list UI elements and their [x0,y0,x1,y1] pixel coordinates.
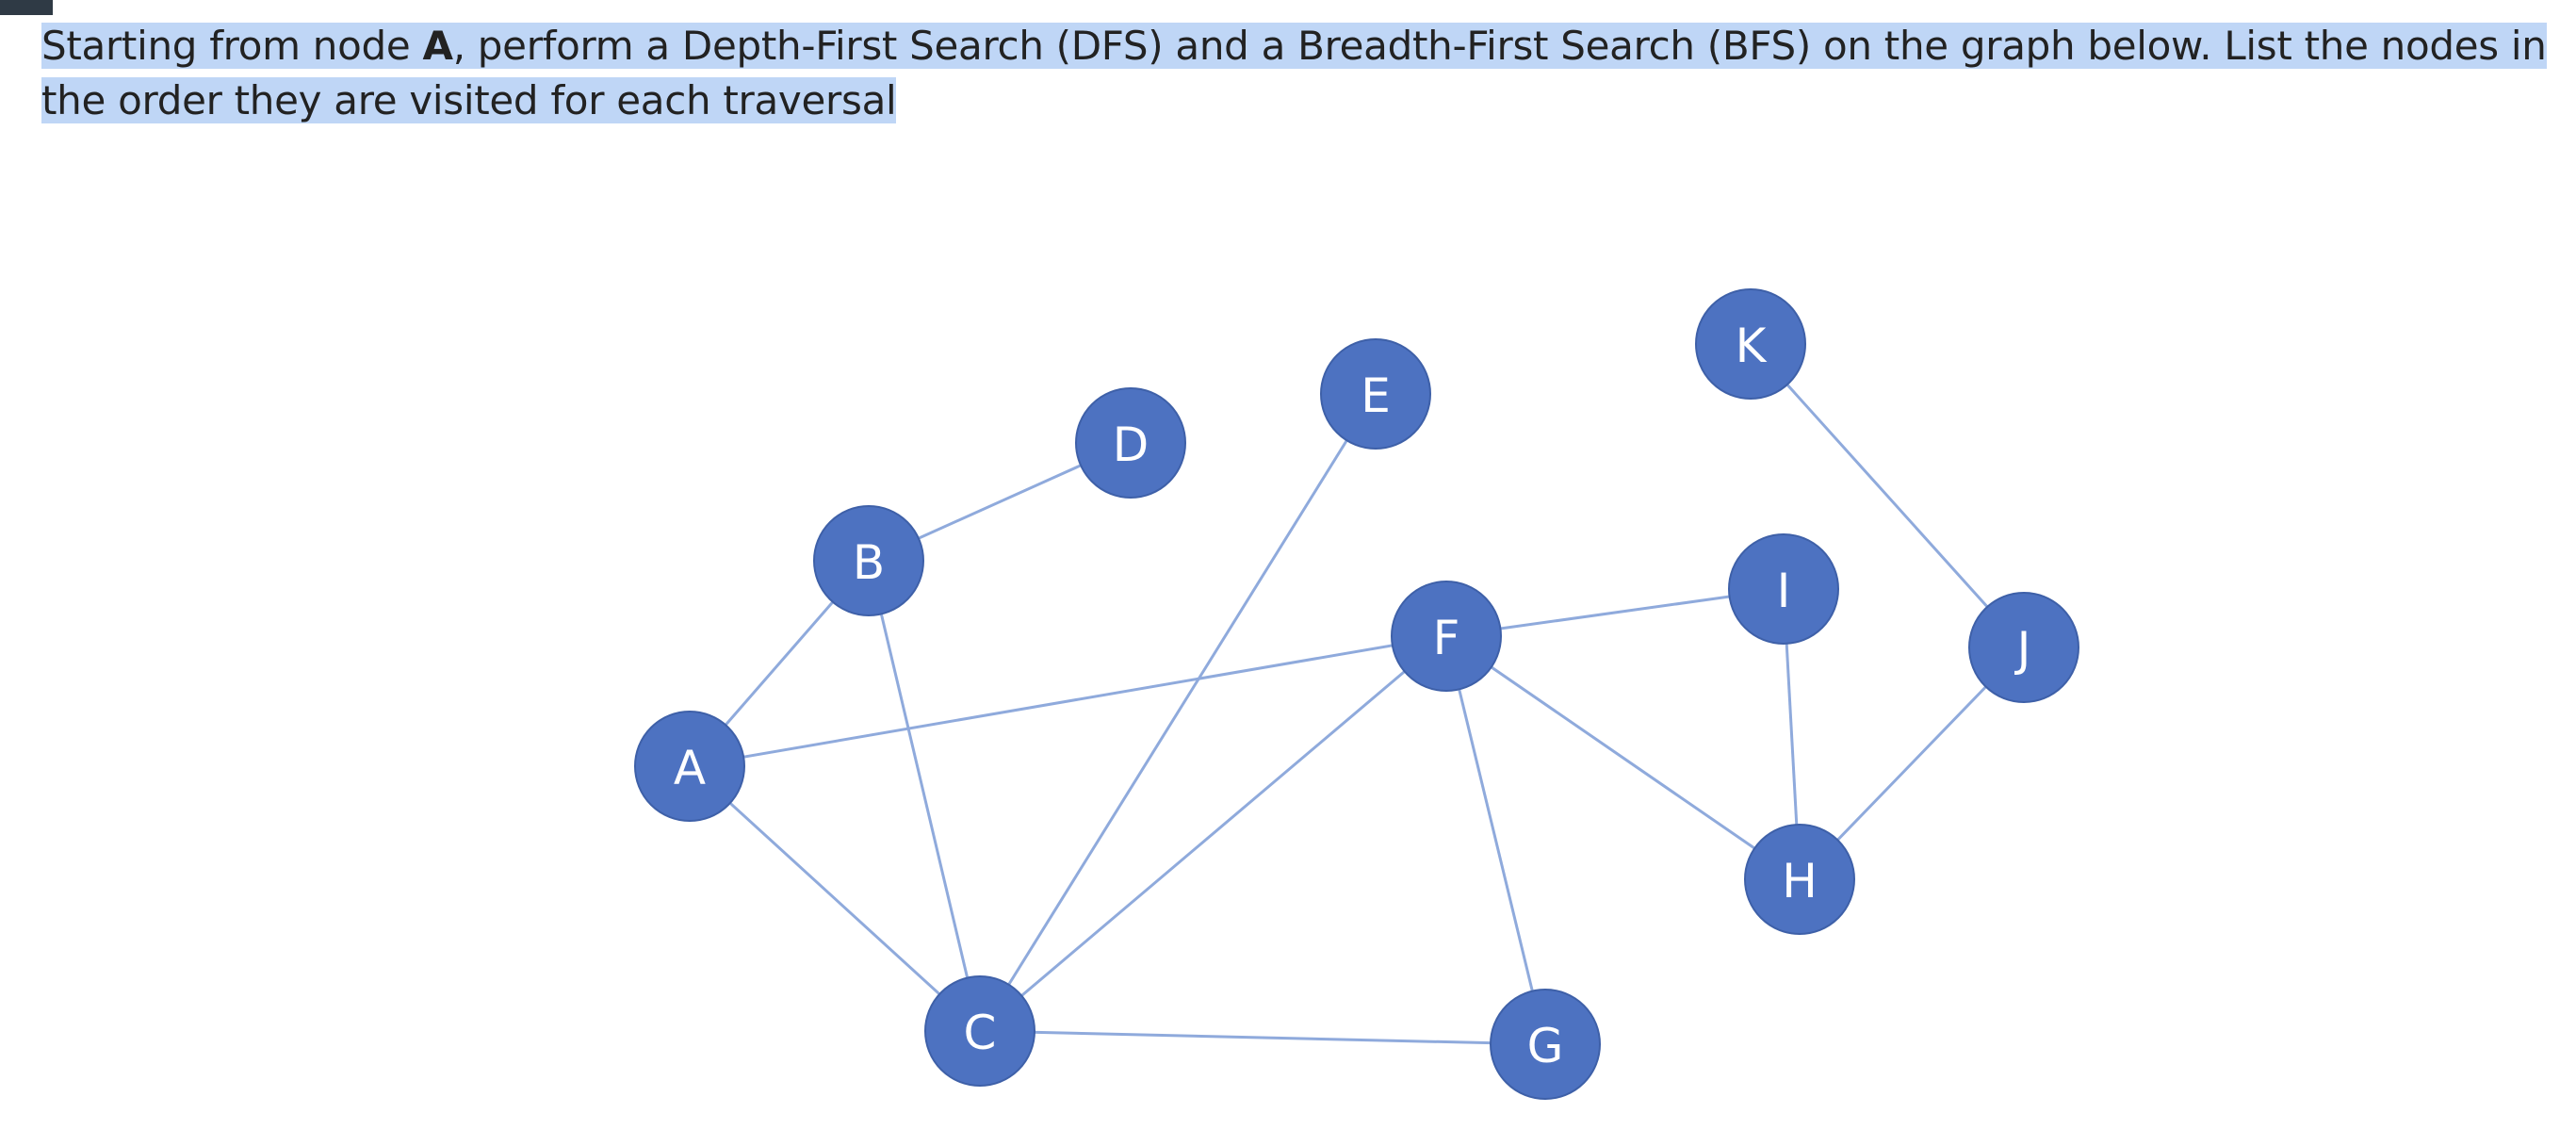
node-label-b: B [853,535,885,590]
edge-a-c [688,764,982,1033]
node-b: B [813,505,924,616]
node-i: I [1728,533,1839,645]
window-corner-tab [0,0,53,15]
node-circle-b [813,505,924,616]
node-e: E [1320,338,1431,450]
node-k: K [1695,288,1806,400]
node-circle-i [1728,533,1839,645]
node-label-k: K [1736,319,1768,373]
node-label-e: E [1361,368,1391,423]
edge-c-g [979,1029,1546,1046]
node-j: J [1968,592,2079,703]
node-circle-a [634,711,745,822]
node-label-g: G [1527,1019,1564,1073]
edge-f-h [1445,634,1801,881]
question-start-node: A [422,23,453,69]
node-label-c: C [964,1006,997,1060]
edge-c-f [979,634,1447,1033]
node-circle-c [924,975,1035,1087]
node-circle-g [1490,989,1601,1100]
node-label-a: A [674,741,706,795]
node-circle-f [1391,581,1502,692]
edge-c-e [978,393,1378,1032]
node-circle-k [1695,288,1806,400]
node-label-d: D [1113,417,1149,472]
node-circle-d [1075,387,1186,499]
question-text: Starting from node A, perform a Depth-Fi… [41,19,2567,128]
node-h: H [1744,824,1855,935]
graph-nodes: A B C D E F G H I J K [634,288,2079,1100]
edge-a-f [689,634,1447,768]
edge-f-g [1444,635,1547,1045]
edge-f-i [1445,587,1785,638]
node-c: C [924,975,1035,1087]
node-circle-j [1968,592,2079,703]
edge-b-c [867,560,982,1032]
node-label-f: F [1433,611,1460,665]
node-circle-e [1320,338,1431,450]
question-part-1: Starting from node [41,23,423,69]
edge-j-k [1749,342,2026,649]
node-label-h: H [1782,854,1818,909]
node-d: D [1075,387,1186,499]
question-part-2: , perform a Depth-First Search (DFS) and… [41,23,2547,123]
node-f: F [1391,581,1502,692]
node-label-i: I [1777,564,1791,618]
node-g: G [1490,989,1601,1100]
node-a: A [634,711,745,822]
node-label-j: J [2014,622,2031,677]
graph-edges [688,342,2026,1046]
node-circle-h [1744,824,1855,935]
